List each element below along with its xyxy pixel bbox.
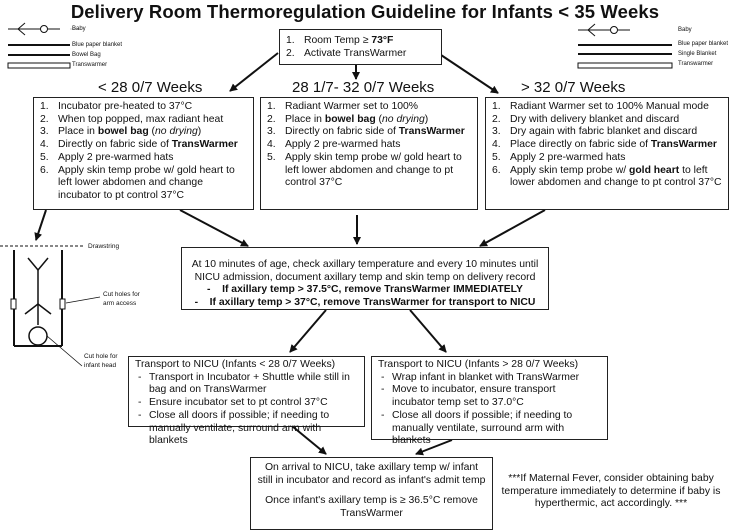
col3-step: 1.Radiant Warmer set to 100% Manual mode: [492, 101, 709, 112]
bowel-bag-diagram: [0, 245, 101, 367]
transport-left-title: Transport to NICU (Infants < 28 0/7 Week…: [135, 359, 336, 370]
legend-label-bowel-bag: Bowel Bag: [72, 52, 101, 58]
col3-step: 4.Place directly on fabric side of Trans…: [492, 139, 717, 151]
step-number: 5.: [267, 151, 276, 163]
monitoring-bullet-2: - If axillary temp > 37°C, remove TransW…: [194, 297, 536, 309]
transport_right-step: Move to incubator, ensure transport incu…: [378, 384, 601, 409]
col2-step: 1.Radiant Warmer set to 100%: [267, 101, 419, 112]
legend-label-blue-paper-blanket: Blue paper blanket: [678, 41, 729, 47]
transport-right-steps: Wrap infant in blanket with TransWarmerM…: [378, 372, 601, 448]
col1-step: 4.Directly on fabric side of TransWarmer: [40, 139, 238, 151]
legend-label-single-blanket: Single Blanket: [678, 51, 717, 57]
arm-holes-label: Cut holes for arm access: [103, 291, 140, 307]
step-number: 2.: [492, 113, 501, 125]
step-number: 1.: [492, 101, 501, 112]
step-number: 4.: [267, 139, 276, 151]
col1-step: 5.Apply 2 pre-warmed hats: [40, 151, 174, 163]
monitoring-text: At 10 minutes of age, check axillary tem…: [191, 259, 539, 283]
transport_left-step: Ensure incubator set to pt control 37°C: [135, 397, 358, 410]
col1-step: 3.Place in bowel bag (no drying): [40, 126, 202, 138]
legend-label-transwarmer: Transwarmer: [72, 62, 108, 68]
col3-step: 3.Dry again with fabric blanket and disc…: [492, 126, 698, 138]
step-number: 3.: [40, 126, 49, 138]
monitoring-bullet-1: - If axillary temp > 37.5°C, remove Tran…: [207, 284, 523, 296]
legend-label-baby: Baby: [72, 26, 86, 32]
col3-step: 2.Dry with delivery blanket and discard: [492, 113, 680, 125]
arrow-col1-to-bag: [34, 209, 47, 241]
room-setup-box: 1.Room Temp ≥ 73°F 2.Activate TransWarme…: [279, 29, 442, 65]
transport-left-box: Transport to NICU (Infants < 28 0/7 Week…: [128, 356, 365, 446]
legend-label-blue-paper-blanket: Blue paper blanket: [72, 42, 123, 48]
step-number: 6.: [492, 164, 501, 176]
step-number: 2.: [40, 113, 49, 125]
step-number: 6.: [40, 164, 49, 176]
transport-right-box: Transport to NICU (Infants > 28 0/7 Week…: [371, 356, 608, 446]
transport_left-step: Close all doors if possible; if needing …: [135, 410, 358, 448]
col3-steps: 1.Radiant Warmer set to 100% Manual mode…: [492, 101, 722, 190]
maternal-fever-note: ***If Maternal Fever, consider obtaining…: [501, 473, 721, 510]
col1-step: 1.Incubator pre-heated to 37°C: [40, 101, 193, 112]
col2-step: 3.Directly on fabric side of TransWarmer: [267, 126, 465, 138]
monitoring-box: At 10 minutes of age, check axillary tem…: [181, 247, 549, 310]
arrow-col1-to-middle: [179, 209, 249, 247]
col1-step: 2.When top popped, max radiant heat: [40, 113, 224, 125]
arrival-text: On arrival to NICU, take axillary temp w…: [257, 462, 486, 486]
step-number: 5.: [492, 151, 501, 163]
step-number: 1.: [40, 101, 49, 112]
arrival-text-2: Once infant's axillary temp is ≥ 36.5°C …: [265, 495, 478, 520]
col3-step: 5.Apply 2 pre-warmed hats: [492, 151, 626, 163]
col2-steps: 1.Radiant Warmer set to 100%2.Place in b…: [267, 101, 471, 190]
legend-label-baby: Baby: [678, 27, 692, 33]
arrow-middle-to-transport-right: [409, 309, 447, 353]
arrow-col3-to-middle: [479, 209, 546, 247]
arrival-box: On arrival to NICU, take axillary temp w…: [250, 457, 493, 530]
col3-step: 6.Apply skin temp probe w/ gold heart to…: [492, 164, 722, 189]
arrow-to-col3: [437, 52, 499, 94]
transport_right-step: Wrap infant in blanket with TransWarmer: [378, 372, 601, 385]
transport_left-step: Transport in Incubator + Shuttle while s…: [135, 372, 358, 397]
step-number: 5.: [40, 151, 49, 163]
transport_right-step: Close all doors if possible; if needing …: [378, 410, 601, 448]
step-number: 1.: [267, 101, 276, 112]
col2-step: 4.Apply 2 pre-warmed hats: [267, 139, 401, 151]
arrow-to-col1: [229, 52, 279, 92]
room-temp-item: 1.Room Temp ≥ 73°F: [286, 35, 394, 46]
arrow-middle-to-transport-left: [289, 309, 327, 353]
activate-transwarmer-item: 2.Activate TransWarmer: [286, 47, 407, 59]
col3-box: 1.Radiant Warmer set to 100% Manual mode…: [485, 97, 729, 210]
right-legend-diagram: [577, 23, 673, 69]
col2-heading: 28 1/7- 32 0/7 Weeks: [292, 79, 435, 96]
step-number: 3.: [492, 126, 501, 138]
col1-step: 6.Apply skin temp probe w/ gold heart to…: [40, 164, 235, 201]
step-number: 2.: [267, 113, 276, 125]
transport-right-title: Transport to NICU (Infants > 28 0/7 Week…: [378, 359, 579, 370]
col3-heading: > 32 0/7 Weeks: [521, 79, 626, 96]
step-number: 4.: [492, 139, 501, 151]
step-number: 4.: [40, 139, 49, 151]
transport-left-steps: Transport in Incubator + Shuttle while s…: [135, 372, 358, 448]
head-hole-label: Cut hole for infant head: [84, 353, 118, 369]
col2-box: 1.Radiant Warmer set to 100%2.Place in b…: [260, 97, 478, 210]
baby-icon: [610, 26, 618, 34]
col1-heading: < 28 0/7 Weeks: [98, 79, 203, 96]
step-number: 3.: [267, 126, 276, 138]
col2-step: 2.Place in bowel bag (no drying): [267, 113, 429, 125]
page-title: Delivery Room Thermoregulation Guideline…: [70, 1, 660, 22]
drawstring-label: Drawstring: [88, 243, 120, 250]
legend-label-transwarmer: Transwarmer: [678, 61, 714, 67]
left-legend-diagram: [7, 22, 80, 69]
col2-step: 5.Apply skin temp probe w/ gold heart to…: [267, 151, 462, 189]
baby-icon: [40, 25, 48, 33]
